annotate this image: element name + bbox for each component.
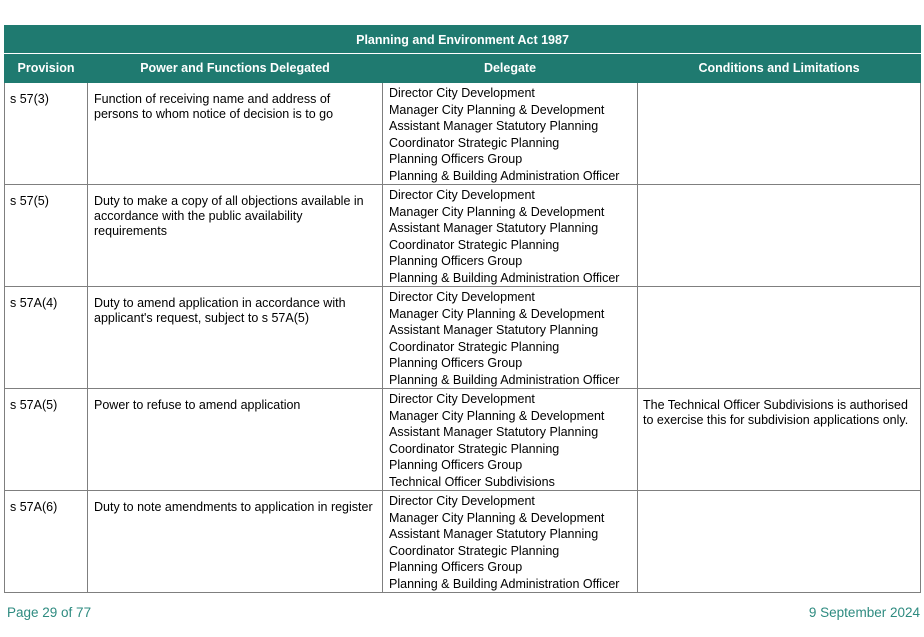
table-row: s 57A(4) Duty to amend application in ac… bbox=[4, 286, 922, 389]
table-row: s 57A(6) Duty to note amendments to appl… bbox=[4, 490, 922, 593]
delegate-item: Technical Officer Subdivisions bbox=[389, 474, 555, 489]
delegate-item: Planning & Building Administration Offic… bbox=[389, 576, 620, 591]
power-cell: Duty to note amendments to application i… bbox=[87, 490, 383, 593]
delegate-item: Manager City Planning & Development bbox=[389, 408, 605, 423]
delegate-item: Coordinator Strategic Planning bbox=[389, 135, 560, 150]
table-title: Planning and Environment Act 1987 bbox=[3, 25, 922, 54]
power-cell: Power to refuse to amend application bbox=[87, 388, 383, 491]
delegate-item: Director City Development bbox=[389, 86, 535, 100]
delegate-item: Coordinator Strategic Planning bbox=[389, 543, 560, 558]
column-header-delegate: Delegate bbox=[382, 53, 638, 83]
power-cell: Duty to amend application in accordance … bbox=[87, 286, 383, 389]
delegate-cell: Director City Development Manager City P… bbox=[382, 184, 638, 287]
provision-cell: s 57(3) bbox=[4, 82, 88, 185]
delegate-item: Assistant Manager Statutory Planning bbox=[389, 527, 599, 541]
table-body: s 57(3) Function of receiving name and a… bbox=[4, 82, 922, 593]
delegate-item: Manager City Planning & Development bbox=[389, 510, 605, 525]
delegate-item: Director City Development bbox=[389, 392, 535, 406]
provision-cell: s 57A(6) bbox=[4, 490, 88, 593]
conditions-cell bbox=[636, 490, 922, 593]
page-number: Page 29 of 77 bbox=[7, 605, 92, 620]
conditions-cell bbox=[636, 184, 922, 287]
table-row: s 57(5) Duty to make a copy of all objec… bbox=[4, 184, 922, 287]
delegate-item: Planning Officers Group bbox=[389, 356, 523, 370]
footer-date: 9 September 2024 bbox=[808, 605, 920, 620]
delegate-item: Director City Development bbox=[389, 188, 535, 202]
delegate-item: Coordinator Strategic Planning bbox=[389, 339, 560, 354]
column-header-conditions: Conditions and Limitations bbox=[636, 53, 922, 83]
provision-cell: s 57A(4) bbox=[4, 286, 88, 389]
provision-cell: s 57(5) bbox=[4, 184, 88, 287]
delegate-cell: Director City Development Manager City P… bbox=[382, 82, 638, 185]
delegate-item: Planning Officers Group bbox=[389, 152, 523, 166]
power-cell: Duty to make a copy of all objections av… bbox=[87, 184, 383, 287]
delegate-item: Assistant Manager Statutory Planning bbox=[389, 323, 599, 337]
provision-cell: s 57A(5) bbox=[4, 388, 88, 491]
delegate-item: Coordinator Strategic Planning bbox=[389, 441, 560, 456]
conditions-cell bbox=[636, 286, 922, 389]
delegate-item: Manager City Planning & Development bbox=[389, 204, 605, 219]
delegate-item: Planning & Building Administration Offic… bbox=[389, 372, 620, 387]
delegate-cell: Director City Development Manager City P… bbox=[382, 490, 638, 593]
delegate-item: Planning Officers Group bbox=[389, 560, 523, 574]
delegation-table: Planning and Environment Act 1987 Provis… bbox=[3, 25, 922, 593]
delegate-item: Assistant Manager Statutory Planning bbox=[389, 119, 599, 133]
table-row: s 57A(5) Power to refuse to amend applic… bbox=[4, 388, 922, 491]
column-header-power: Power and Functions Delegated bbox=[87, 53, 383, 83]
delegate-item: Planning & Building Administration Offic… bbox=[389, 168, 620, 183]
conditions-cell bbox=[636, 82, 922, 185]
delegate-cell: Director City Development Manager City P… bbox=[382, 286, 638, 389]
delegate-item: Planning Officers Group bbox=[389, 254, 523, 268]
delegate-cell: Director City Development Manager City P… bbox=[382, 388, 638, 491]
delegate-item: Manager City Planning & Development bbox=[389, 306, 605, 321]
delegate-item: Assistant Manager Statutory Planning bbox=[389, 221, 599, 235]
delegate-item: Planning Officers Group bbox=[389, 458, 523, 472]
delegate-item: Director City Development bbox=[389, 290, 535, 304]
delegate-item: Coordinator Strategic Planning bbox=[389, 237, 560, 252]
column-header-provision: Provision bbox=[4, 53, 88, 83]
conditions-cell: The Technical Officer Subdivisions is au… bbox=[636, 388, 922, 491]
delegate-item: Assistant Manager Statutory Planning bbox=[389, 425, 599, 439]
delegate-item: Manager City Planning & Development bbox=[389, 102, 605, 117]
table-row: s 57(3) Function of receiving name and a… bbox=[4, 82, 922, 185]
delegate-item: Planning & Building Administration Offic… bbox=[389, 270, 620, 285]
delegate-item: Director City Development bbox=[389, 494, 535, 508]
power-cell: Function of receiving name and address o… bbox=[87, 82, 383, 185]
